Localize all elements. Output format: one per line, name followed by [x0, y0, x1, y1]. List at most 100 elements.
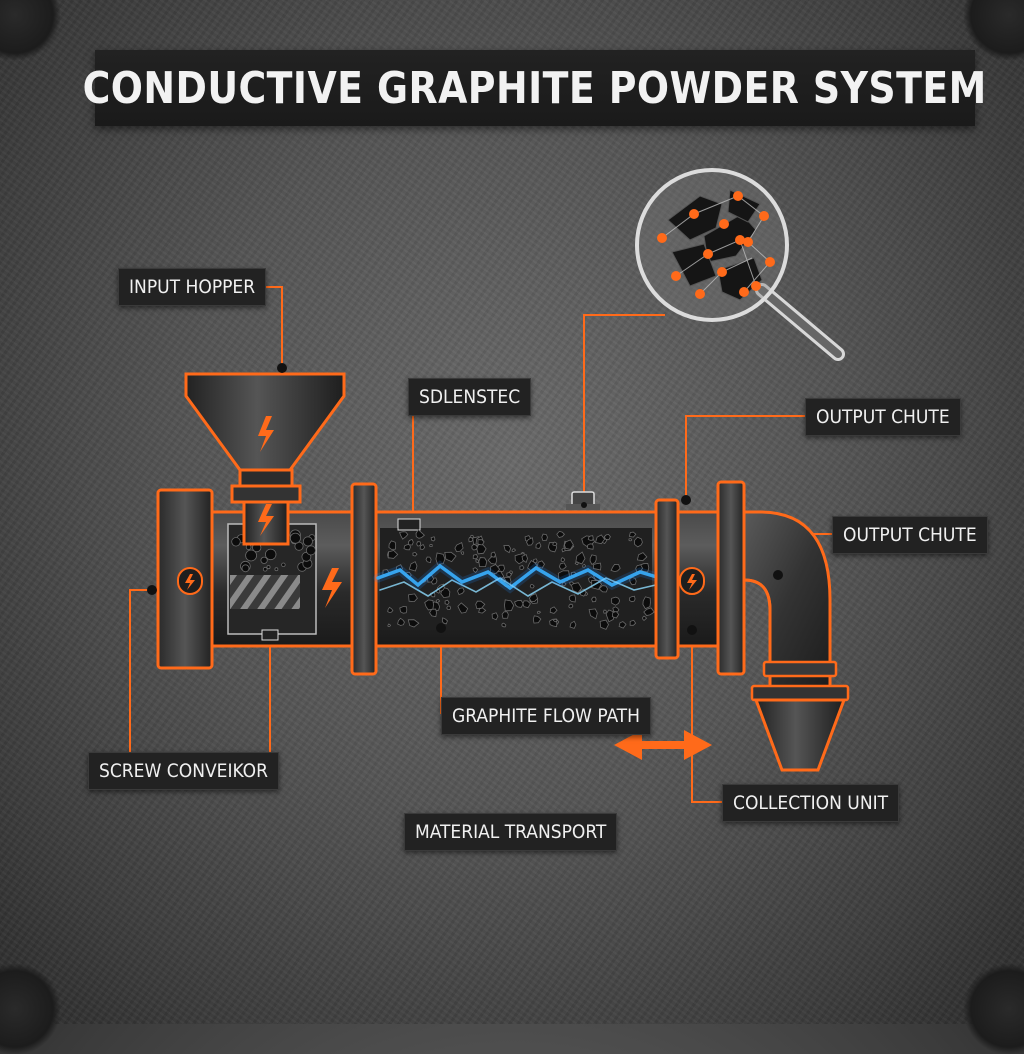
label-sdlenstec: SDLENSTEC	[408, 378, 532, 416]
graphite-particle	[281, 562, 286, 567]
magnifier-icon	[635, 168, 845, 361]
graphite-particle	[476, 544, 487, 555]
graphite-particle	[262, 566, 268, 572]
graphite-particle	[478, 557, 488, 567]
graphite-particle	[628, 595, 636, 603]
graphite-particle	[435, 552, 446, 565]
graphite-particle	[612, 606, 620, 613]
graphite-particle	[552, 541, 558, 547]
graphite-particle	[549, 606, 558, 614]
graphite-particle	[274, 567, 279, 572]
graphite-particle	[468, 536, 474, 543]
flange-badges	[177, 567, 705, 595]
graphite-particle	[514, 599, 524, 608]
graphite-particle	[419, 543, 426, 550]
electric-flow-icon	[373, 560, 665, 597]
label-collection-unit: COLLECTION UNIT	[722, 784, 900, 822]
graphite-particle	[522, 600, 531, 609]
graphite-particle	[387, 550, 399, 559]
graphite-particle	[407, 538, 414, 546]
graphite-particle	[536, 610, 542, 614]
graphite-particle	[552, 618, 558, 623]
graphite-particle	[634, 536, 643, 548]
graphite-particle	[605, 609, 615, 623]
graphite-particle	[457, 587, 465, 596]
graphite-particle	[260, 556, 268, 564]
graphite-particle	[460, 551, 465, 555]
graphite-particle	[425, 556, 432, 564]
graphite-particle	[628, 531, 637, 538]
graphite-particle	[574, 561, 579, 566]
graphite-particle	[501, 622, 507, 628]
graphite-particle	[636, 552, 648, 562]
graphite-particle	[472, 554, 479, 560]
graphite-particle	[302, 536, 313, 547]
graphite-particle	[587, 535, 594, 541]
graphite-particle	[489, 564, 501, 575]
graphite-particle	[475, 559, 480, 564]
graphite-particle	[416, 541, 422, 547]
graphite-particle	[387, 623, 392, 628]
graphite-particle	[594, 534, 606, 545]
graphite-particle	[504, 599, 515, 612]
graphite-particle	[569, 620, 577, 629]
graphite-particle	[541, 533, 548, 541]
graphite-particle	[441, 617, 448, 625]
graphite-particle	[491, 612, 499, 621]
graphite-particle	[643, 607, 655, 616]
graphite-particle	[444, 551, 457, 563]
graphite-particle	[570, 582, 582, 594]
label-output-chute-right: OUTPUT CHUTE	[832, 516, 988, 554]
graphite-particle	[429, 608, 437, 618]
title-banner: CONDUCTIVE GRAPHITE POWDER SYSTEM	[83, 50, 987, 126]
graphite-particle	[430, 536, 436, 542]
graphite-particle	[535, 541, 542, 550]
bolt-icons	[258, 416, 342, 608]
graphite-particle	[490, 551, 496, 558]
graphite-particle	[556, 530, 565, 538]
graphite-particle	[429, 543, 433, 548]
graphite-particle	[478, 607, 487, 614]
double-arrow-icon	[614, 730, 712, 760]
graphite-particle	[511, 548, 517, 553]
graphite-particle	[561, 582, 567, 587]
graphite-particle	[415, 528, 426, 539]
graphite-particle	[569, 581, 575, 586]
graphite-particle	[610, 563, 621, 573]
graphite-particle	[611, 611, 620, 619]
graphite-particle	[568, 594, 576, 603]
graphite-particle	[435, 599, 441, 603]
system-diagram	[129, 168, 850, 803]
screw-auger	[230, 575, 300, 609]
graphite-particle	[526, 537, 534, 546]
graphite-particle	[611, 596, 621, 606]
graphite-particle	[475, 600, 486, 609]
graphite-particle	[399, 606, 408, 614]
graphite-particle	[265, 548, 277, 561]
graphite-particle	[408, 593, 418, 603]
graphite-particle	[536, 560, 545, 569]
graphite-particle	[628, 538, 633, 542]
graphite-particle	[245, 549, 258, 562]
graphite-particle	[599, 619, 609, 630]
graphite-particle	[471, 543, 478, 551]
page-title: CONDUCTIVE GRAPHITE POWDER SYSTEM	[82, 62, 988, 114]
graphite-particle	[397, 617, 405, 626]
graphite-particle	[289, 532, 301, 544]
graphite-particle	[642, 615, 648, 621]
graphite-particle	[388, 540, 397, 550]
graphite-particle	[560, 557, 566, 563]
graphite-particle	[501, 611, 509, 619]
graphite-particle	[618, 621, 627, 629]
graphite-particle	[446, 605, 452, 610]
graphite-particle	[231, 537, 241, 547]
graphite-particle	[589, 554, 597, 565]
graphite-particle	[603, 533, 611, 541]
graphite-particle	[412, 551, 418, 557]
graphite-particle	[503, 544, 512, 554]
graphite-particle	[487, 555, 498, 565]
graphite-particle	[568, 603, 574, 609]
graphite-particle	[506, 571, 513, 578]
graphite-particle	[444, 599, 450, 605]
graphite-particle	[629, 619, 637, 626]
